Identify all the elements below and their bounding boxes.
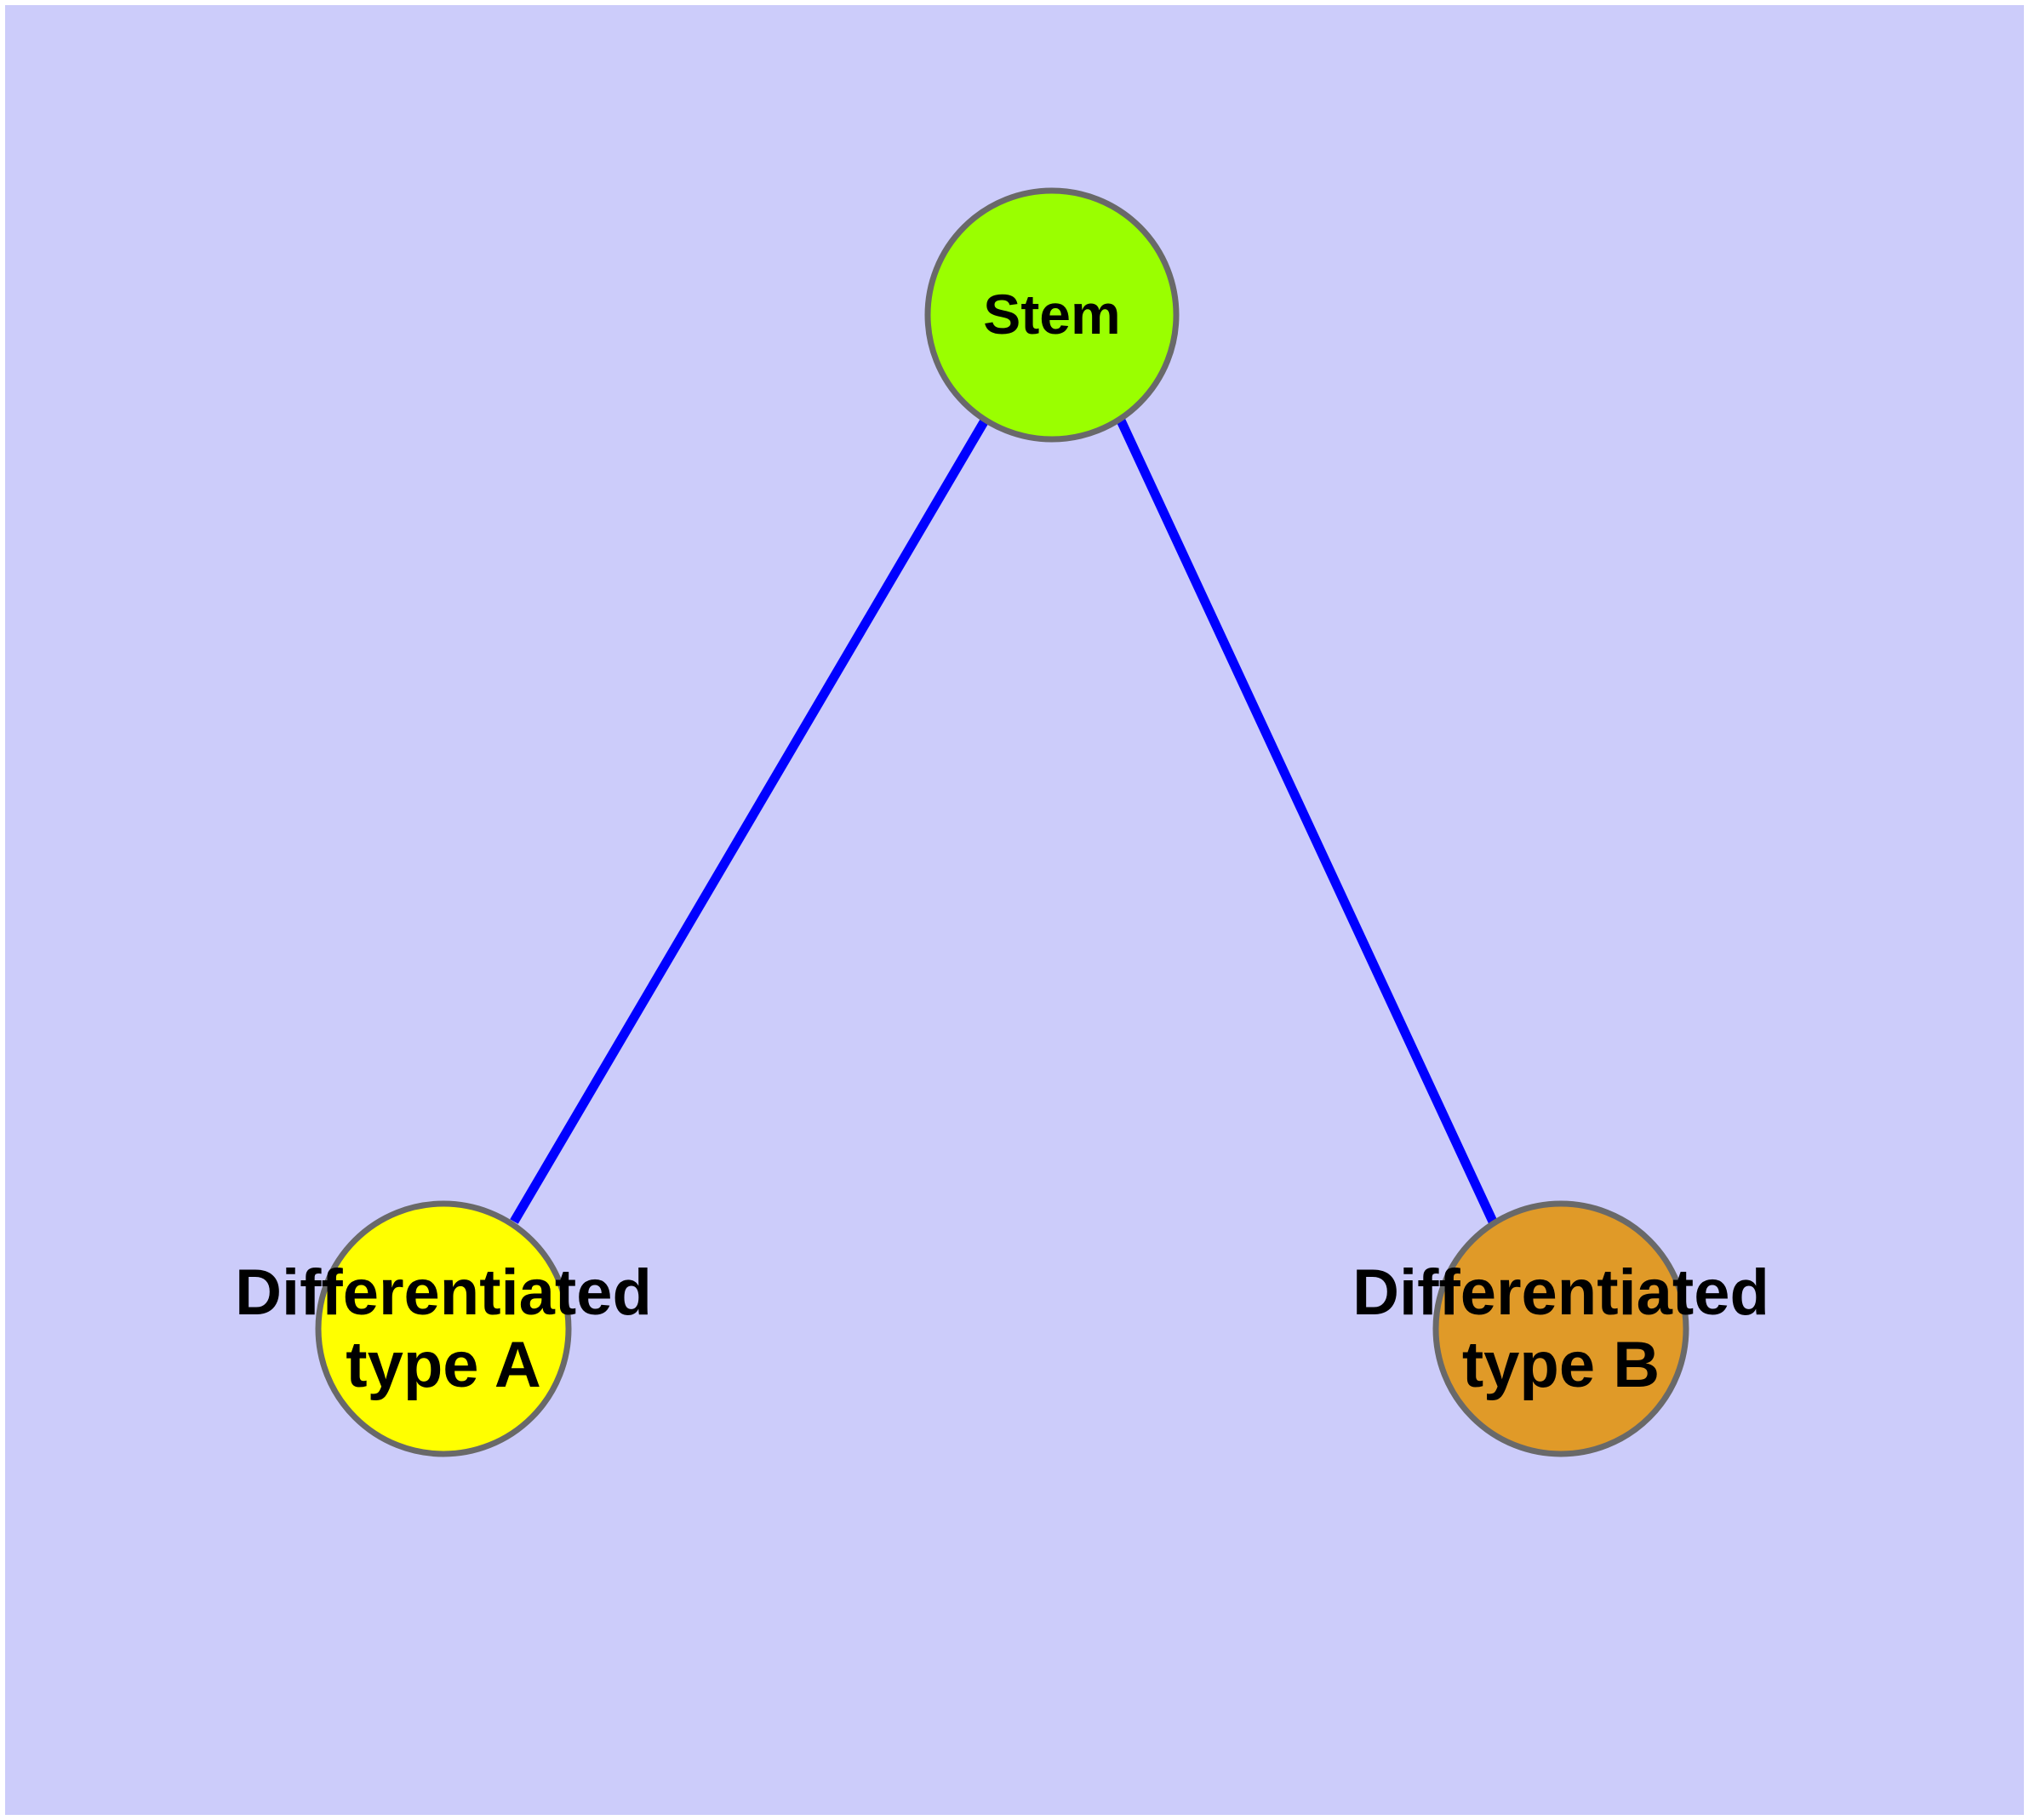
edge-stem-to-differentiated-type-a[interactable] [510,418,989,1224]
nodes-layer [315,187,1689,1457]
node-differentiated-type-a[interactable] [315,1200,572,1457]
edge-stem-to-differentiated-type-b[interactable] [1117,418,1497,1224]
node-differentiated-type-b[interactable] [1432,1200,1689,1457]
node-stem[interactable] [924,187,1180,443]
edges-layer [510,418,1497,1224]
